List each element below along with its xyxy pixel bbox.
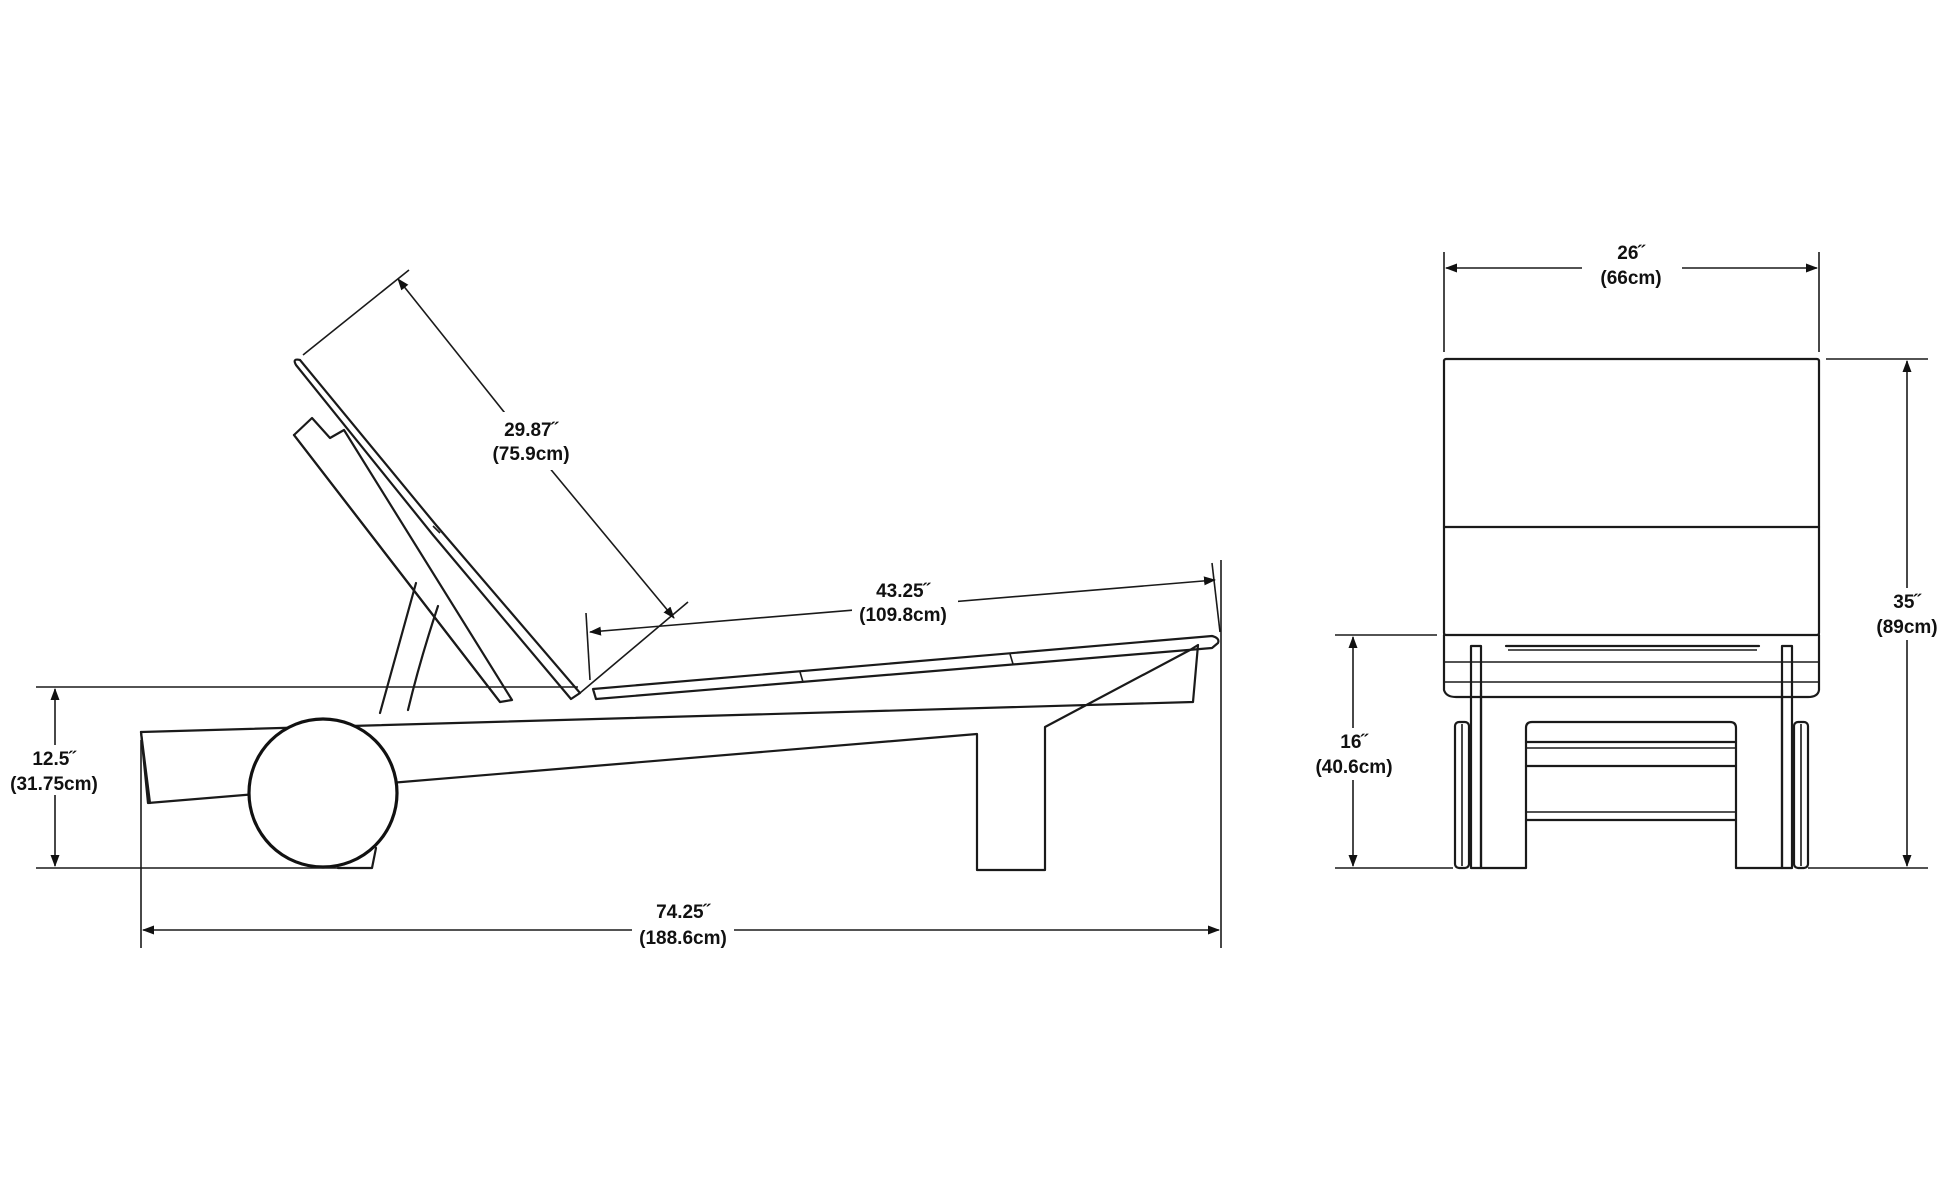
- side-wheel: [247, 717, 399, 870]
- overall-length-imperial: 74.25˝: [656, 902, 712, 923]
- width-imperial: 26˝: [1617, 243, 1646, 264]
- dim-back-height: 35˝ (89cm): [1808, 358, 1950, 869]
- seat-length-imperial: 43.25˝: [876, 581, 932, 602]
- back-height-imperial: 35˝: [1893, 592, 1922, 613]
- front-seat: [1442, 633, 1821, 699]
- seat-length-metric: (109.8cm): [859, 605, 947, 626]
- dim-front-seat-height: 16˝ (40.6cm): [1310, 634, 1453, 869]
- seat-height-imperial: 12.5˝: [32, 749, 77, 770]
- seat-slats: [591, 634, 1220, 701]
- back-height-metric: (89cm): [1876, 617, 1937, 638]
- seat-height-metric: (31.75cm): [10, 774, 98, 795]
- dim-backrest-length: 29.87˝ (75.9cm): [302, 269, 689, 694]
- front-legs: [1469, 644, 1794, 870]
- side-view: 29.87˝ (75.9cm) 43.25˝ (109.8cm) 12.5˝ (…: [6, 269, 1222, 949]
- backrest-board: [293, 358, 582, 701]
- backrest-support: [292, 416, 514, 715]
- backrest-length-imperial: 29.87˝: [504, 420, 560, 441]
- overall-length-metric: (188.6cm): [639, 928, 727, 949]
- front-seat-height-imperial: 16˝: [1340, 732, 1369, 753]
- front-view: 26˝ (66cm) 35˝ (89cm) 16˝ (40.6cm): [1310, 240, 1950, 870]
- width-metric: (66cm): [1600, 268, 1661, 289]
- front-wheels: [1453, 720, 1810, 870]
- dim-seat-length: 43.25˝ (109.8cm): [585, 562, 1221, 681]
- dim-seat-height: 12.5˝ (31.75cm): [6, 686, 578, 869]
- dim-overall-length: 74.25˝ (188.6cm): [140, 560, 1222, 949]
- dim-width: 26˝ (66cm): [1443, 240, 1820, 352]
- front-seat-height-metric: (40.6cm): [1315, 757, 1392, 778]
- backrest-length-metric: (75.9cm): [492, 444, 569, 465]
- front-backrest: [1442, 357, 1821, 637]
